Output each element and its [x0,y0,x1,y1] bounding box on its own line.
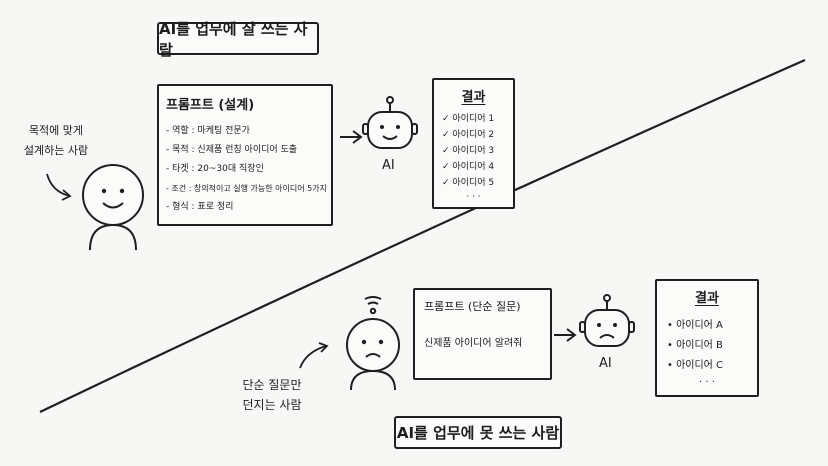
bottom-caption-line-1: 단순 질문만 [242,378,302,392]
top-result-item: ✓ 아이디어 5 [442,178,495,188]
top-caption-arrow [46,173,71,197]
bottom-result-item: • 아이디어 A [667,320,723,331]
top-result-item: ✓ 아이디어 4 [442,162,495,172]
top-caption-line-1: 목적에 맞게 [28,124,84,137]
happy-robot-icon [362,96,418,149]
bottom-prompt-panel: 프롬프트 (단순 질문) 신제품 아이디어 알려줘 [413,288,552,380]
top-prompt-line: - 타겟 : 20~30대 직장인 [166,164,264,174]
diagonal-divider [39,58,806,413]
top-person-caption: 목적에 맞게 설계하는 사람 [6,121,106,161]
bottom-person-caption: 단순 질문만 던지는 사람 [222,375,322,415]
top-prompt-line: - 역할 : 마케팅 전문가 [166,126,250,136]
happy-person-figure [82,164,144,251]
top-prompt-line: - 조건 : 창의적이고 실행 가능한 아이디어 5가지 [166,184,327,193]
top-result-item: ✓ 아이디어 1 [442,114,495,124]
top-result-title: 결과 [461,90,486,105]
top-prompt-line: - 형식 : 표로 정리 [166,202,234,212]
bottom-caption-arrow [299,345,327,369]
top-result-panel: 결과 ✓ 아이디어 1 ✓ 아이디어 2 ✓ 아이디어 3 ✓ 아이디어 4 ✓… [432,78,515,209]
bottom-result-item: • 아이디어 C [667,360,724,371]
bottom-caption-line-2: 던지는 사람 [242,398,302,412]
top-ai-label: AI [382,158,395,173]
top-prompt-panel: 프롬프트 (설계) - 역할 : 마케팅 전문가 - 목적 : 신제품 런칭 아… [157,84,333,226]
top-result-more: · · · [466,192,481,202]
top-prompt-to-ai-arrow [340,130,363,144]
sad-robot-icon [579,294,635,347]
bottom-prompt-title: 프롬프트 (단순 질문) [424,300,521,313]
bottom-ai-label: AI [599,356,612,371]
bottom-result-item: • 아이디어 B [667,340,723,351]
bottom-heading: AI를 업무에 못 쓰는 사람 [394,416,562,449]
top-caption-line-2: 설계하는 사람 [23,144,89,157]
top-prompt-line: - 목적 : 신제품 런칭 아이디어 도출 [166,145,298,155]
sad-person-figure [346,296,400,391]
top-result-item: ✓ 아이디어 3 [442,146,495,156]
bottom-prompt-body: 신제품 아이디어 알려줘 [424,338,523,349]
bottom-result-panel: 결과 • 아이디어 A • 아이디어 B • 아이디어 C · · · [655,279,759,397]
top-prompt-title: 프롬프트 (설계) [166,98,255,113]
bottom-prompt-to-ai-arrow [554,328,577,342]
bottom-result-more: · · · [699,377,715,388]
top-result-item: ✓ 아이디어 2 [442,130,495,140]
top-heading: AI를 업무에 잘 쓰는 사람 [157,20,319,59]
bottom-result-title: 결과 [695,291,719,306]
